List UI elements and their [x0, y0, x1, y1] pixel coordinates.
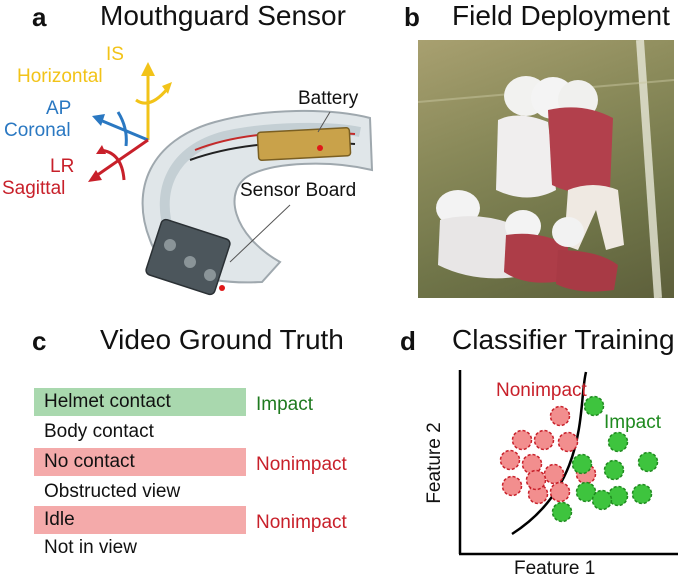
- panel-a-letter: a: [32, 2, 47, 32]
- ground-truth-row-obstructed-view: Obstructed view: [44, 481, 181, 502]
- impact-point-3: [603, 459, 625, 481]
- panel-b-title: Field Deployment: [452, 0, 670, 31]
- field-deployment-photo: [418, 40, 674, 298]
- nonimpact-point-11: [525, 469, 547, 491]
- ground-truth-row-no-contact: No contact: [34, 448, 246, 476]
- is-axis-label: IS: [106, 44, 124, 65]
- x-axis-label: Feature 1: [514, 558, 596, 579]
- ap-rotation-arrow: [116, 111, 128, 147]
- lr-axis-label: LR: [50, 156, 75, 177]
- coronal-axis-label: Coronal: [4, 120, 71, 141]
- class-label-impact: Impact: [256, 394, 314, 415]
- nonimpact-point-2: [533, 429, 555, 451]
- panel-c-letter: c: [32, 326, 47, 356]
- is-rotation-arrow: [135, 87, 170, 105]
- classifier-scatter: [458, 370, 678, 556]
- mouthguard-illustration: [88, 62, 374, 296]
- panel-b-letter: b: [404, 2, 420, 32]
- ground-truth-row-body-contact: Body contact: [44, 421, 154, 442]
- class-label-nonimpact-1: Nonimpact: [256, 454, 347, 475]
- battery-label: Battery: [298, 88, 359, 109]
- battery-component: [256, 127, 352, 161]
- field-scene: [418, 40, 674, 298]
- ground-truth-row-not-in-view: Not in view: [44, 537, 137, 558]
- panel-a-title: Mouthguard Sensor: [100, 0, 346, 31]
- nonimpact-point-7: [501, 475, 523, 497]
- panel-c-title: Video Ground Truth: [100, 324, 344, 355]
- impact-point-7: [631, 483, 653, 505]
- impact-point-5: [575, 481, 597, 503]
- impact-point-4: [637, 451, 659, 473]
- y-axis-label: Feature 2: [424, 422, 445, 504]
- nonimpact-point-0: [549, 405, 571, 427]
- mouthguard-body: [141, 109, 374, 296]
- axes-triad: [88, 62, 172, 182]
- nonimpact-point-5: [521, 453, 543, 475]
- battery-leader: [317, 111, 331, 133]
- horizontal-axis-label: Horizontal: [17, 66, 103, 87]
- lr-axis-arrow: [95, 138, 149, 178]
- nonimpact-point-4: [499, 449, 521, 471]
- sensor-board-leader: [229, 204, 291, 263]
- impact-point-6: [607, 485, 629, 507]
- nonimpact-point-1: [511, 429, 533, 451]
- nonimpact-cluster-label: Nonimpact: [496, 380, 587, 401]
- impact-point-8: [551, 501, 573, 523]
- impact-point-2: [571, 453, 593, 475]
- impact-cluster-label: Impact: [604, 412, 662, 433]
- panel-d-title: Classifier Training: [452, 324, 675, 355]
- ap-axis-label: AP: [46, 98, 72, 119]
- sagittal-axis-label: Sagittal: [2, 178, 66, 199]
- impact-point-0: [583, 395, 605, 417]
- nonimpact-point-6: [543, 463, 565, 485]
- impact-point-9: [591, 489, 613, 511]
- ground-truth-row-idle: Idle: [34, 506, 246, 534]
- panel-d-letter: d: [400, 326, 416, 356]
- class-label-nonimpact-2: Nonimpact: [256, 512, 347, 533]
- nonimpact-point-9: [549, 481, 571, 503]
- sensor-board-label: Sensor Board: [240, 180, 357, 201]
- nonimpact-point-3: [557, 431, 579, 453]
- impact-point-1: [607, 431, 629, 453]
- ground-truth-row-helmet-contact: Helmet contact: [34, 388, 246, 416]
